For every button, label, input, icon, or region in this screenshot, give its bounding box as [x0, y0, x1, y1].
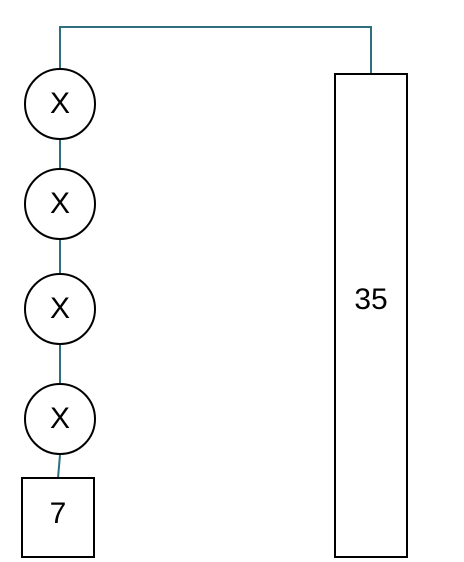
tall-box-label: 35	[354, 283, 387, 316]
circle-node-1-label: X	[50, 87, 70, 120]
tall-box: 35	[334, 73, 408, 558]
small-box: 7	[21, 477, 95, 558]
circle-node-2-shape	[24, 168, 96, 240]
circle-node-3: X	[24, 273, 96, 345]
small-box-label: 7	[50, 497, 67, 530]
circle-node-4: X	[24, 383, 96, 455]
circle-node-3-label: X	[50, 292, 70, 325]
circle-node-4-label: X	[50, 402, 70, 435]
circle-node-1-shape	[24, 68, 96, 140]
connector-node4-small-box	[57, 454, 61, 479]
top-connector-line	[59, 26, 372, 74]
circle-node-2: X	[24, 168, 96, 240]
small-box-shape	[21, 477, 95, 558]
circle-node-1: X	[24, 68, 96, 140]
circle-node-3-shape	[24, 273, 96, 345]
circle-node-4-shape	[24, 383, 96, 455]
tall-box-shape	[334, 73, 408, 558]
circle-node-2-label: X	[50, 187, 70, 220]
